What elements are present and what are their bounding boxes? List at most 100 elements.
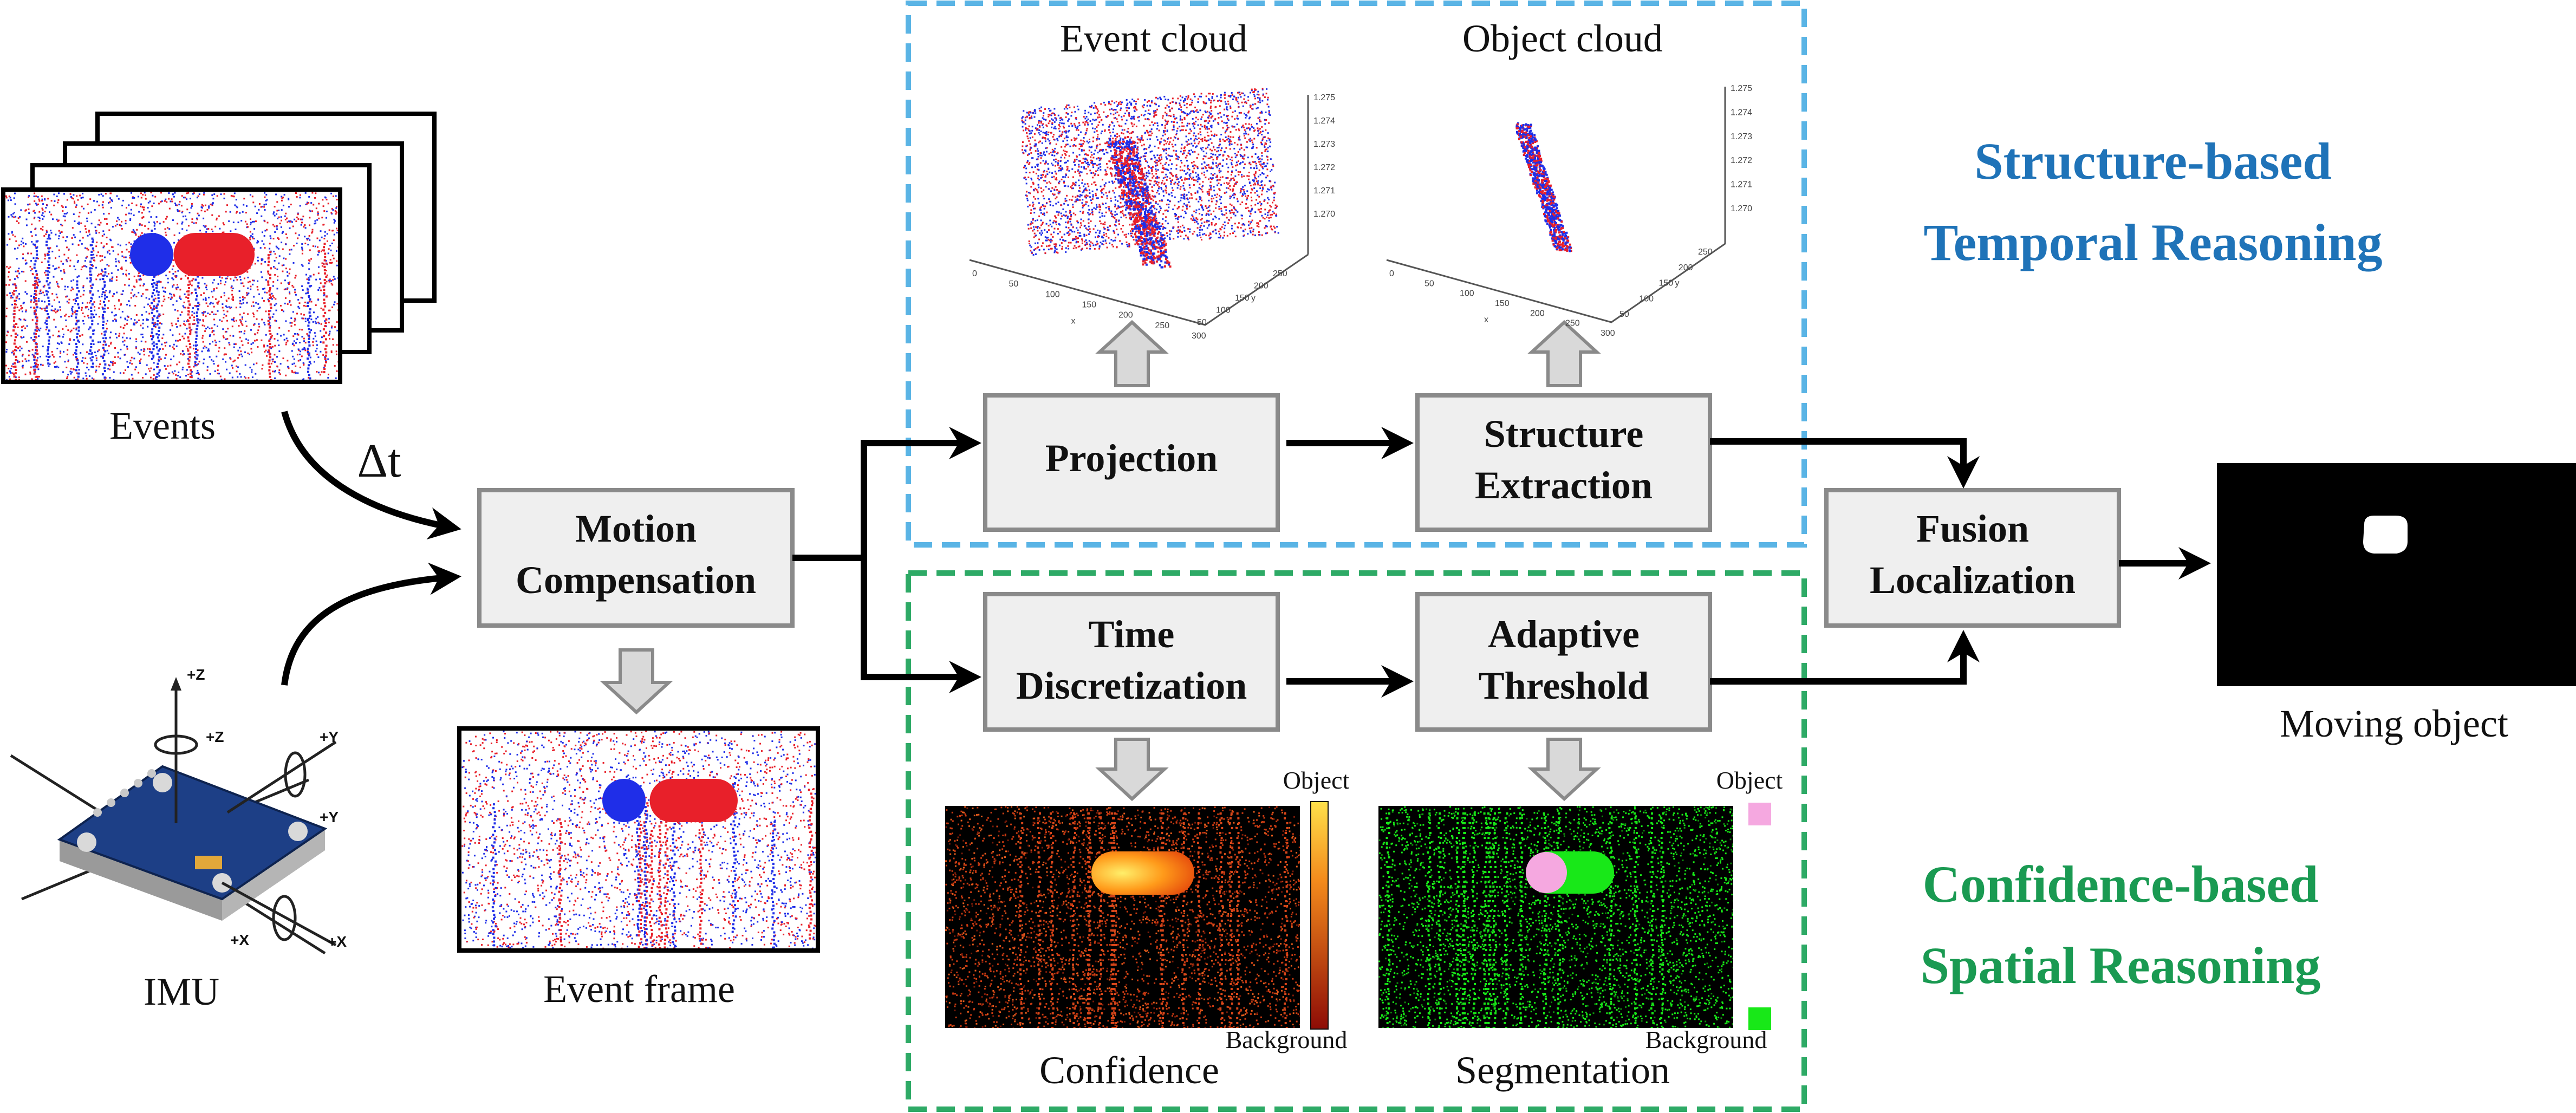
- arrow-to-time-discretization: [861, 558, 981, 693]
- object-cloud-points: [1515, 122, 1572, 252]
- z-tick-label: 1.272: [1313, 163, 1335, 172]
- fusion-localization-box: Fusion Localization: [1824, 488, 2121, 628]
- y-tick-label: 200: [1254, 282, 1269, 291]
- structure-extraction-box: Structure Extraction: [1415, 393, 1712, 532]
- y-axis-label: y: [1675, 279, 1680, 288]
- x-tick-label: 50: [1009, 279, 1019, 289]
- object-cloud-caption: Object cloud: [1462, 17, 1663, 60]
- y-tick-label: 250: [1273, 269, 1287, 278]
- segmentation-object-swatch: [1748, 803, 1771, 825]
- segmentation-background-label: Background: [1645, 1026, 1767, 1053]
- events-scatter: [5, 192, 338, 380]
- segmentation-scatter: [1378, 806, 1733, 1028]
- hollow-arrow-down-mc: [600, 648, 673, 715]
- x-tick-label: 200: [1530, 309, 1545, 318]
- segmentation-object-label: Object: [1716, 766, 1783, 794]
- imu-z-top-label: +Z: [187, 666, 205, 683]
- y-tick-label: 100: [1639, 294, 1654, 303]
- adaptive-threshold-line1: Adaptive: [1488, 613, 1640, 656]
- hollow-arrow-up-structure: [1527, 320, 1601, 387]
- time-discretization-line2: Discretization: [1016, 664, 1247, 707]
- confidence-map: [945, 801, 1329, 1030]
- structure-extraction-line1: Structure: [1484, 412, 1644, 455]
- imu-board-side: [60, 839, 222, 921]
- x-tick-label: 300: [1192, 331, 1206, 341]
- x-tick-label: 200: [1118, 311, 1133, 320]
- moving-object-mask: [2217, 463, 2576, 686]
- x-tick-label: 0: [1389, 269, 1394, 278]
- y-tick-label: 100: [1216, 306, 1231, 315]
- x-tick-label: 100: [1045, 290, 1060, 299]
- confidence-background-label: Background: [1226, 1026, 1348, 1053]
- flow-arrows: [792, 427, 2211, 698]
- imu-caption: IMU: [144, 970, 219, 1013]
- x-tick-label: 0: [972, 269, 977, 278]
- moving-object-caption: Moving object: [2280, 702, 2508, 745]
- confidence-colorbar: [1310, 801, 1329, 1030]
- adaptive-threshold-box: Adaptive Threshold: [1415, 592, 1712, 732]
- segmentation-caption: Segmentation: [1455, 1049, 1670, 1092]
- moving-object-blob: [2363, 516, 2408, 554]
- y-tick-label: 50: [1619, 310, 1629, 319]
- x-tick-label: 250: [1565, 319, 1580, 328]
- events-front-frame: [1, 187, 342, 384]
- events-stack: [1, 112, 437, 384]
- x-tick-label: 100: [1460, 289, 1474, 298]
- motion-compensation-box: Motion Compensation: [477, 488, 795, 628]
- segmentation-map: [1378, 803, 1771, 1030]
- temporal-title-line2: Temporal Reasoning: [1923, 213, 2382, 271]
- motion-compensation-line2: Compensation: [516, 558, 756, 602]
- fusion-localization-line1: Fusion: [1916, 507, 2029, 550]
- adaptive-threshold-line2: Threshold: [1479, 664, 1649, 707]
- imu-board: [57, 765, 328, 901]
- delta-t-arrow: [281, 411, 461, 540]
- imu-x-rot-label: +X: [230, 932, 249, 948]
- event-frame-scatter: [461, 731, 816, 948]
- projection-line1: Projection: [1045, 437, 1218, 480]
- z-tick-label: 1.274: [1731, 108, 1752, 117]
- arrow-to-projection: [861, 427, 981, 558]
- time-discretization-line1: Time: [1089, 613, 1175, 656]
- hollow-arrow-down-time: [1095, 738, 1169, 802]
- x-axis-label: x: [1071, 317, 1076, 326]
- arrow-threshold-to-fusion: [1710, 630, 1980, 685]
- event-frame-image: [457, 726, 820, 953]
- object-cloud-plot: 1.2751.2741.2731.2721.2711.2700501001502…: [1386, 84, 1752, 338]
- x-tick-label: 250: [1155, 321, 1170, 330]
- projection-box: Projection: [983, 393, 1280, 532]
- time-discretization-box: Time Discretization: [983, 592, 1280, 732]
- z-tick-label: 1.275: [1313, 93, 1335, 102]
- z-tick-label: 1.273: [1731, 132, 1752, 141]
- hollow-arrow-up-projection: [1095, 320, 1169, 387]
- hollow-arrow-down-threshold: [1527, 738, 1601, 802]
- x-axis-label: x: [1484, 315, 1488, 324]
- imu-arrow: [281, 562, 461, 686]
- event-cloud-ticks: 1.2751.2741.2731.2721.2711.2700501001502…: [972, 93, 1335, 341]
- object-cloud-ticks: 1.2751.2741.2731.2721.2711.2700501001502…: [1389, 84, 1752, 338]
- z-tick-label: 1.271: [1731, 180, 1752, 190]
- z-tick-label: 1.271: [1313, 186, 1335, 196]
- z-tick-label: 1.274: [1313, 116, 1335, 126]
- spatial-section-frame: [906, 570, 1807, 1112]
- imu-z-rot-label: +Z: [206, 728, 224, 745]
- structure-extraction-line2: Extraction: [1475, 464, 1653, 507]
- temporal-section-frame: [906, 1, 1807, 548]
- y-axis-label: y: [1251, 294, 1256, 303]
- z-tick-label: 1.270: [1313, 210, 1335, 219]
- hollow-arrows: [600, 320, 1601, 802]
- x-tick-label: 150: [1082, 301, 1097, 310]
- fusion-localization-line2: Localization: [1870, 558, 2076, 602]
- temporal-title-line1: Structure-based: [1974, 132, 2332, 190]
- motion-compensation-line1: Motion: [575, 507, 697, 550]
- y-tick-label: 200: [1679, 263, 1693, 272]
- z-tick-label: 1.270: [1731, 204, 1752, 213]
- events-caption: Events: [109, 404, 216, 447]
- spatial-title-line2: Spatial Reasoning: [1921, 936, 2321, 994]
- imu-illustration: +Z +Z +Y +Y +X +X: [10, 666, 347, 955]
- y-tick-label: 250: [1698, 248, 1713, 257]
- event-cloud-points: [1021, 88, 1279, 269]
- z-tick-label: 1.275: [1731, 84, 1752, 93]
- event-frame-caption: Event frame: [543, 967, 735, 1011]
- arrow-structure-to-fusion: [1710, 438, 1980, 489]
